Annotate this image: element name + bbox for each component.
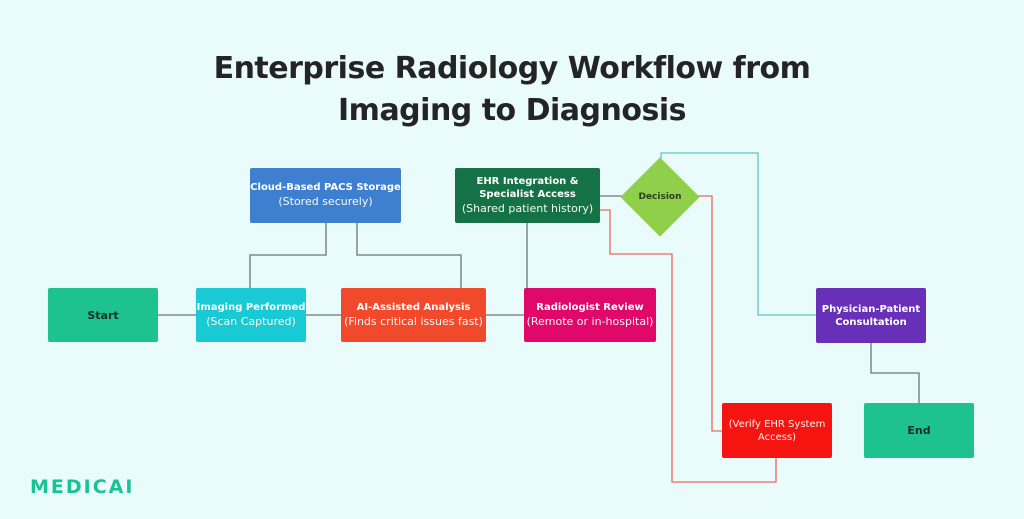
imaging-performed-node[interactable]: Imaging Performed (Scan Captured) bbox=[196, 288, 306, 342]
pacs-storage-node[interactable]: Cloud-Based PACS Storage (Stored securel… bbox=[250, 168, 401, 223]
diagram-title: Enterprise Radiology Workflow from Imagi… bbox=[0, 48, 1024, 132]
pacs-title: Cloud-Based PACS Storage bbox=[250, 182, 401, 193]
connector-decision-physician bbox=[660, 152, 816, 316]
ehr-integration-node[interactable]: EHR Integration & Specialist Access (Sha… bbox=[455, 168, 600, 223]
title-line-2: Imaging to Diagnosis bbox=[338, 93, 686, 128]
title-line-1: Enterprise Radiology Workflow from bbox=[213, 51, 811, 86]
ai-subtitle: (Finds critical issues fast) bbox=[344, 314, 483, 328]
radiologist-title: Radiologist Review bbox=[536, 301, 644, 313]
end-label: End bbox=[907, 424, 931, 437]
verify-line-1: (Verify EHR System bbox=[728, 418, 826, 430]
verify-line-2: Access) bbox=[757, 431, 797, 443]
ehr-title-line-2: Specialist Access bbox=[479, 188, 576, 200]
decision-label: Decision bbox=[638, 192, 682, 202]
ehr-subtitle: (Shared patient history) bbox=[461, 201, 594, 215]
start-label: Start bbox=[87, 308, 119, 322]
connector-pacs-imaging bbox=[249, 223, 327, 288]
start-node[interactable]: Start bbox=[48, 288, 158, 342]
decision-node[interactable]: Decision bbox=[620, 157, 700, 237]
pacs-subtitle: (Stored securely) bbox=[278, 195, 373, 208]
imaging-subtitle: (Scan Captured) bbox=[206, 314, 296, 328]
medicai-logo: MEDICAI bbox=[30, 476, 135, 498]
ehr-title-line-1: EHR Integration & bbox=[476, 175, 579, 187]
radiologist-subtitle: (Remote or in-hospital) bbox=[526, 314, 654, 328]
connector-pacs-ai bbox=[356, 223, 462, 288]
connector-decision-verify bbox=[697, 195, 722, 432]
physician-title-line-1: Physician-Patient bbox=[821, 303, 921, 315]
verify-ehr-node[interactable]: (Verify EHR System Access) bbox=[722, 403, 832, 458]
connector-ehr-verify bbox=[600, 209, 777, 483]
end-node[interactable]: End bbox=[864, 403, 974, 458]
ai-title: AI-Assisted Analysis bbox=[356, 301, 471, 313]
physician-consultation-node[interactable]: Physician-Patient Consultation bbox=[816, 288, 926, 343]
connector-physician-end bbox=[870, 343, 920, 403]
ai-analysis-node[interactable]: AI-Assisted Analysis (Finds critical iss… bbox=[341, 288, 486, 342]
imaging-title: Imaging Performed bbox=[196, 301, 306, 313]
physician-title-line-2: Consultation bbox=[835, 316, 907, 328]
radiologist-review-node[interactable]: Radiologist Review (Remote or in-hospita… bbox=[524, 288, 656, 342]
